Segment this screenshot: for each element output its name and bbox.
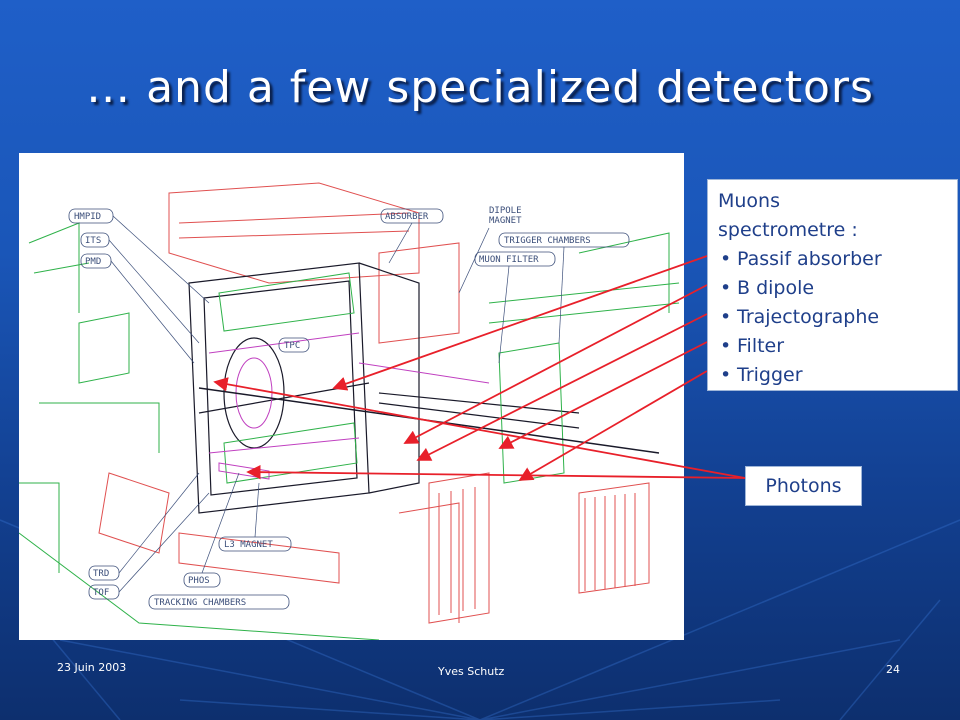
magenta-components [208,332,490,480]
label-tof: TOF [93,588,109,598]
muon-heading-line1: Muons [718,190,781,212]
muon-heading-line2: spectrometre : [718,219,858,241]
muon-item-passif-absorber: Passif absorber [718,245,947,274]
muon-spectrometer-callout: Muons spectrometre : Passif absorber B d… [707,179,958,391]
muon-item-b-dipole: B dipole [718,274,947,303]
footer-date: 23 Juin 2003 [57,661,127,674]
label-trigger-chambers: TRIGGER CHAMBERS [504,236,591,246]
label-its: ITS [85,236,101,246]
label-leaders [108,215,565,593]
footer-page-number: 24 [886,663,900,676]
muon-item-trajectographe: Trajectographe [718,303,947,332]
muon-item-trigger: Trigger [718,361,947,390]
detector-figure: HMPID ITS PMD ABSORBER DIPOLE MAGNET TRI… [19,153,684,640]
shielding-walls [98,182,650,624]
label-tpc: TPC [284,341,300,351]
label-phos: PHOS [188,576,210,586]
label-trd: TRD [93,569,109,579]
label-hmpid: HMPID [74,212,101,222]
label-tracking-chambers: TRACKING CHAMBERS [154,598,246,608]
slide-title: … and a few specialized detectors [86,62,874,113]
label-magnet: MAGNET [489,216,522,226]
label-l3-magnet: L3 MAGNET [224,540,273,550]
figure-labels: HMPID ITS PMD ABSORBER DIPOLE MAGNET TRI… [68,206,630,610]
label-absorber: ABSORBER [385,212,429,222]
alice-detector-drawing: HMPID ITS PMD ABSORBER DIPOLE MAGNET TRI… [19,182,680,640]
shield-rails [438,487,636,615]
photons-callout: Photons [745,466,862,506]
label-dipole: DIPOLE [489,206,522,216]
green-detector-layers [78,272,565,484]
muon-item-filter: Filter [718,332,947,361]
tpc-inner [235,357,273,429]
label-pmd: PMD [85,257,101,267]
muon-component-list: Passif absorber B dipole Trajectographe … [718,245,947,390]
label-muon-filter: MUON FILTER [479,255,539,265]
footer-author: Yves Schutz [438,665,505,678]
